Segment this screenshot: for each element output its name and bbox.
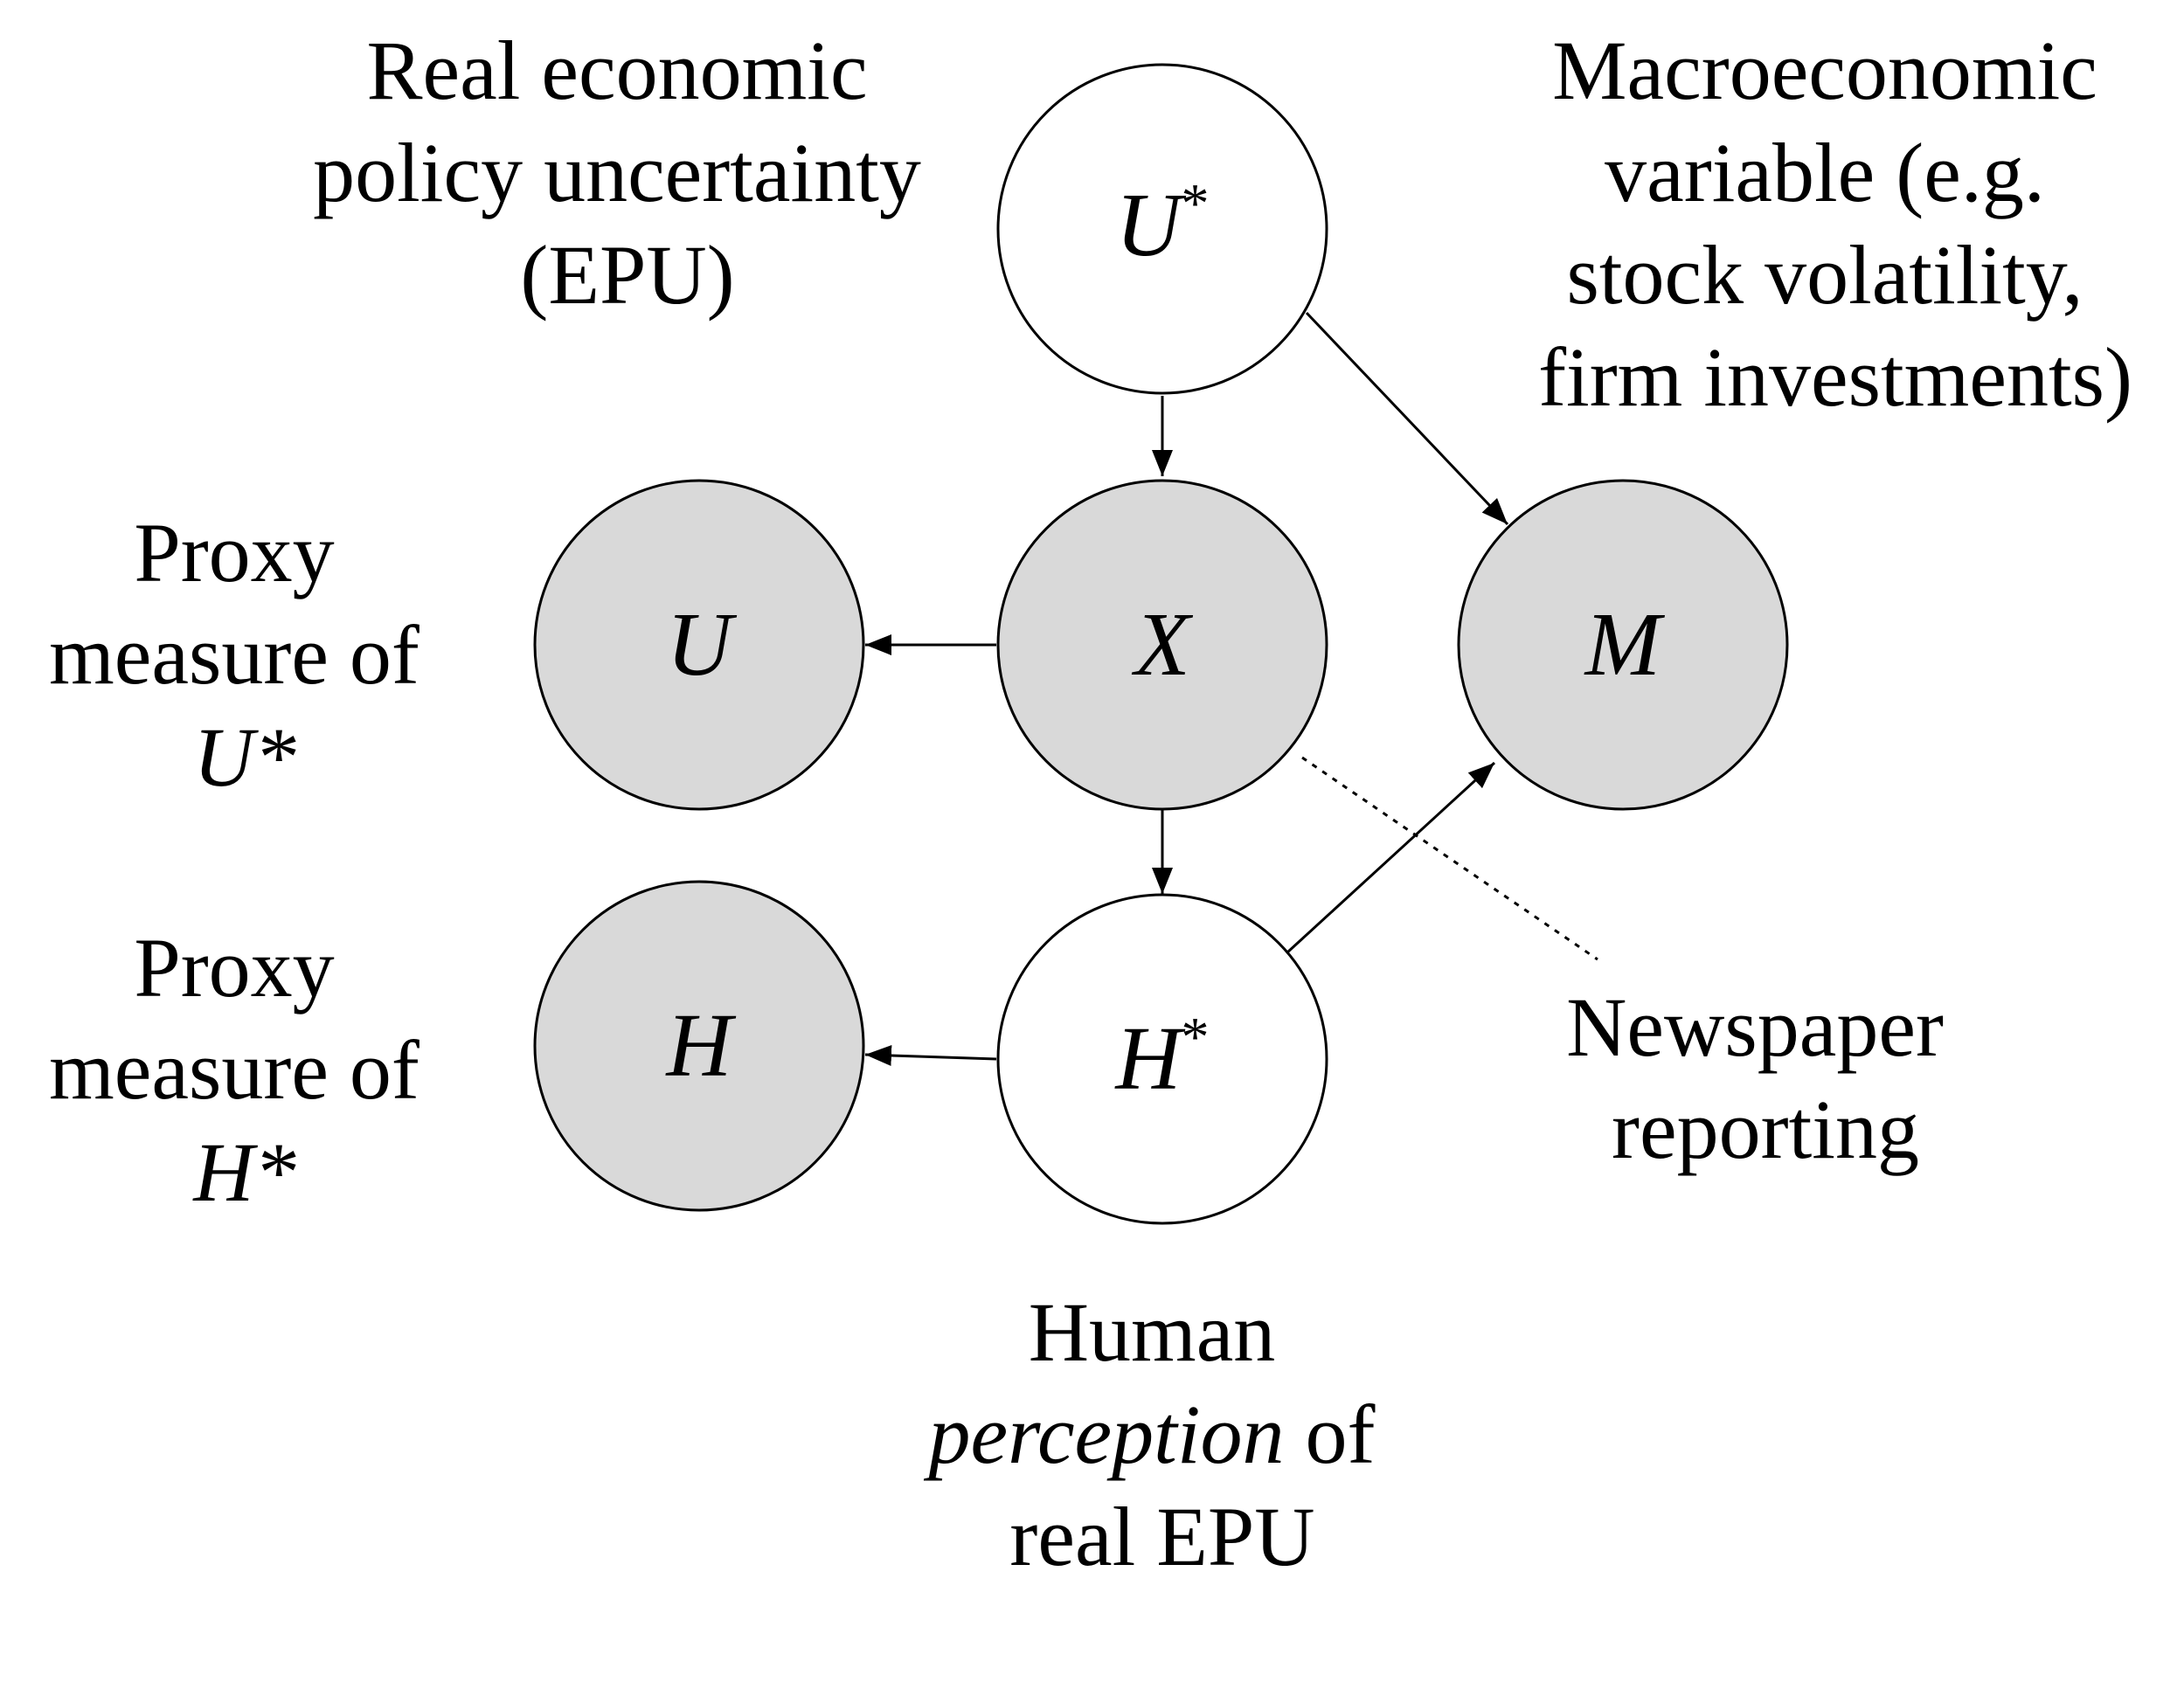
node-u: U bbox=[533, 479, 865, 811]
svg-text:U: U bbox=[666, 594, 737, 695]
svg-text:H*: H* bbox=[1113, 1006, 1209, 1109]
label-newspaper-reporting: Newspaper reporting bbox=[1566, 980, 1965, 1176]
node-x: X bbox=[996, 479, 1328, 811]
node-m: M bbox=[1457, 479, 1789, 811]
edge-hstar-h bbox=[864, 1045, 997, 1066]
label-proxy-u: Proxy measure of U* bbox=[49, 506, 440, 804]
label-proxy-h: Proxy measure of H* bbox=[49, 921, 440, 1219]
edge-ustar-m bbox=[1305, 311, 1509, 526]
svg-text:M: M bbox=[1584, 594, 1666, 695]
node-h: H bbox=[533, 880, 865, 1212]
svg-text:X: X bbox=[1131, 594, 1193, 695]
svg-text:U*: U* bbox=[1115, 172, 1209, 275]
edge-x-newspaper-dotted bbox=[1301, 756, 1598, 961]
svg-text:H: H bbox=[664, 995, 736, 1096]
node-h-star: H* bbox=[996, 893, 1328, 1225]
label-human-perception: Human perception of real EPU bbox=[924, 1285, 1397, 1583]
label-macro-variable: Macroeconomic variable (e.g. stock volat… bbox=[1538, 24, 2132, 424]
label-real-epu: Real economic policy uncertainty (EPU) bbox=[313, 24, 942, 322]
node-u-star: U* bbox=[996, 63, 1328, 395]
edge-hstar-m bbox=[1286, 761, 1496, 954]
